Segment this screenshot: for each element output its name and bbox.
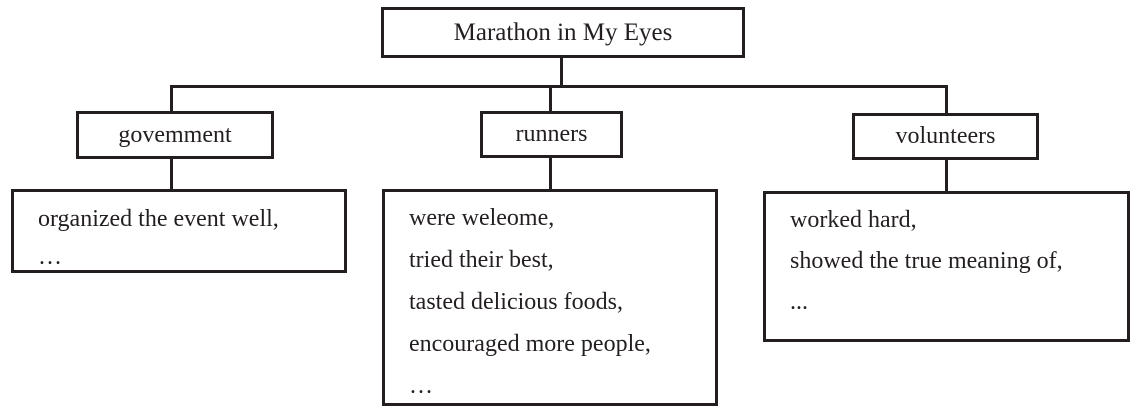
runners-list: were weleome, tried their best, tasted d… [382, 189, 718, 406]
list-item: tasted delicious foods, [409, 289, 623, 315]
list-item: tried their best, [409, 247, 554, 273]
govemment-list: organized the event well, … [11, 189, 347, 273]
list-item: encouraged more people, [409, 331, 651, 357]
list-item: showed the true meaning of, [790, 248, 1063, 274]
category-runners: runners [480, 111, 623, 158]
category-volunteers: volunteers [852, 113, 1039, 160]
connector-horizontal-bar [170, 85, 948, 88]
category-govemment: govemment [76, 111, 274, 159]
connector-to-runners [549, 85, 552, 112]
list-item: organized the event well, [38, 206, 279, 232]
connector-to-volunteers [945, 85, 948, 114]
list-item: worked hard, [790, 207, 917, 233]
connector-runners-list [549, 157, 552, 190]
connector-to-govemment [170, 85, 173, 112]
list-item: … [38, 244, 63, 270]
list-item: were weleome, [409, 205, 555, 231]
volunteers-list: worked hard, showed the true meaning of,… [763, 191, 1130, 342]
connector-govemment-list [170, 158, 173, 190]
connector-title-stem [560, 57, 563, 87]
list-item: ... [790, 289, 808, 315]
diagram-title: Marathon in My Eyes [381, 7, 745, 58]
list-item: … [409, 373, 434, 399]
connector-volunteers-list [945, 159, 948, 192]
